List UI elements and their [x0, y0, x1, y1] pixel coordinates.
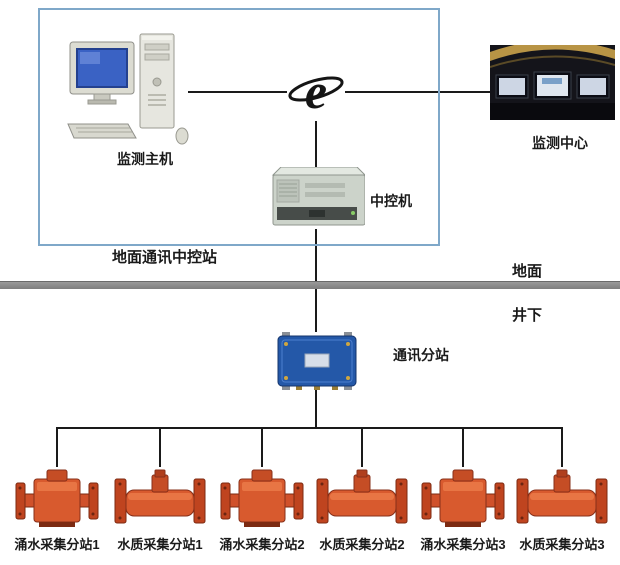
desktop-computer-icon: [67, 33, 189, 145]
drop-line-4: [361, 427, 363, 467]
device-quality-1: 水质采集分站1: [108, 466, 212, 553]
device-label: 涌水采集分站2: [219, 537, 305, 552]
device-label: 涌水采集分站3: [420, 537, 506, 552]
drop-line-5: [462, 427, 464, 467]
control-server-icon: [267, 166, 367, 229]
connector-server-to-substation: [315, 229, 317, 332]
connector-substation-to-bus: [315, 390, 317, 428]
blue-junction-box-icon: [277, 332, 357, 390]
control-room-icon: [489, 40, 616, 120]
bus-line: [56, 427, 563, 429]
drop-line-1: [56, 427, 58, 467]
rack-server-icon: [271, 166, 367, 226]
device-inflow-3: 涌水采集分站3: [411, 466, 515, 553]
water-inflow-device-icon: [421, 469, 505, 527]
water-quality-device-icon: [516, 469, 608, 524]
ground-station-box: [38, 8, 440, 246]
water-quality-device-icon: [114, 469, 206, 524]
device-label: 涌水采集分站1: [14, 537, 100, 552]
water-inflow-device-icon: [15, 469, 99, 527]
monitoring-host-computer-icon: [62, 32, 192, 147]
monitor-center-photo: [489, 40, 616, 120]
drop-line-2: [159, 427, 161, 467]
underground-label: 井下: [512, 307, 543, 324]
device-quality-2: 水质采集分站2: [310, 466, 414, 553]
e-logo-icon: e: [288, 63, 344, 119]
water-quality-device-icon: [316, 469, 408, 524]
water-inflow-device-icon: [220, 469, 304, 527]
drop-line-3: [261, 427, 263, 467]
monitor-center-label: 监测中心: [532, 135, 588, 151]
device-quality-3: 水质采集分站3: [510, 466, 614, 553]
host-label: 监测主机: [117, 151, 173, 167]
substation-icon: [276, 332, 358, 390]
device-label: 水质采集分站3: [519, 537, 605, 552]
device-label: 水质采集分站1: [117, 537, 203, 552]
device-inflow-2: 涌水采集分站2: [210, 466, 314, 553]
substation-label: 通讯分站: [393, 347, 449, 363]
internet-e-logo-icon: e: [287, 63, 345, 121]
ground-station-label: 地面通讯中控站: [112, 249, 218, 266]
connector-logo-to-server: [315, 92, 317, 168]
device-label: 水质采集分站2: [319, 537, 405, 552]
drop-line-6: [561, 427, 563, 467]
surface-label: 地面: [512, 263, 543, 280]
device-inflow-1: 涌水采集分站1: [5, 466, 109, 553]
ground-divider-bar: [0, 281, 620, 289]
svg-text:e: e: [305, 63, 327, 119]
control-server-label: 中控机: [370, 193, 412, 209]
